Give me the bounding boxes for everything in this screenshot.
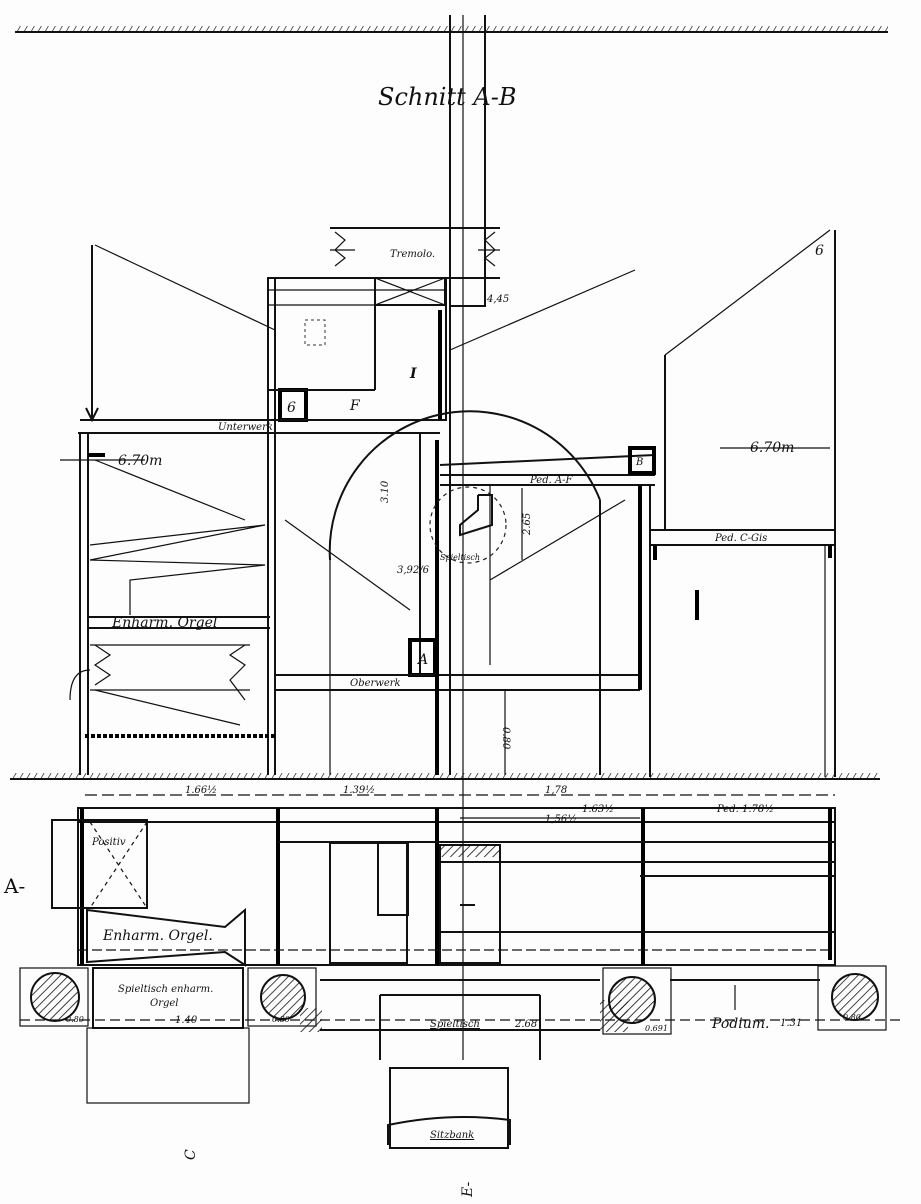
unterwerk-label: Unterwerk: [218, 422, 273, 433]
column-3-label: 0.691: [645, 1024, 668, 1033]
dim-131: 1.31: [780, 1018, 802, 1029]
left-section: Unterwerk 6.70m Enharm. Orgel: [60, 244, 440, 775]
enharm-orgel-section-label: Enharm. Orgel: [111, 615, 217, 631]
spieltisch-enharm: Spieltisch enharm. Orgel 1.40: [86, 967, 250, 1104]
column-1: 0.80: [19, 967, 89, 1027]
sitzbank: Sitzbank: [387, 1067, 511, 1149]
right-section: 6 6.70m Ped. C-Gis: [650, 229, 836, 777]
section-marker-a: A-: [3, 874, 25, 898]
spieltisch-enharm-label-2: Orgel: [150, 998, 179, 1009]
upper-chest: 6 F I: [267, 277, 447, 422]
mark-a: A: [416, 652, 428, 668]
ceiling-line: [15, 26, 888, 33]
sitzbank-label: Sitzbank: [430, 1130, 474, 1141]
dim-310: 3.10: [380, 480, 391, 503]
tremolo-box: Tremolo. 4,45: [325, 227, 509, 305]
dim-163: 1.63½: [582, 804, 614, 815]
dim-ped178: Ped. 1.78½: [716, 804, 774, 815]
height-right: 6.70m: [750, 440, 794, 456]
mark-6: 6: [287, 400, 296, 416]
central-pipe: [449, 15, 486, 1060]
dim-265: 2.65: [522, 513, 533, 536]
tremolo-label: Tremolo.: [390, 249, 435, 260]
positiv-label: Positiv: [91, 837, 126, 848]
plan-dimensions: 1.66½ 1.39½ 1,78 1.63½ 1,56½ Ped. 1.78½: [85, 785, 835, 825]
middle-section: 3.10 3,92/6 A Oberwerk 0.80: [275, 410, 640, 775]
dim-166: 1.66½: [185, 785, 217, 796]
dim-3926: 3,92/6: [397, 565, 430, 576]
section-marker-c: C: [183, 1149, 199, 1160]
dim-156: 1,56½: [545, 814, 577, 825]
oberwerk-label: Oberwerk: [350, 678, 401, 689]
drawing-title: Schnitt A-B: [378, 83, 516, 111]
mark-6-right: 6: [815, 243, 824, 259]
section-marker-e: E-: [460, 1182, 476, 1198]
floor-line: [10, 773, 880, 780]
enharm-orgel-plan-label: Enharm. Orgel.: [102, 928, 213, 944]
dim-080: 0.80: [500, 727, 511, 750]
ped-cgis-label: Ped. C-Gis: [714, 533, 767, 544]
plan-layout: Positiv Enharm. Orgel.: [51, 807, 836, 967]
right-middle-section: B Ped. A-F Spieltisch 2.65: [429, 269, 656, 777]
dim-139: 1.39½: [343, 785, 375, 796]
spieltisch-label: Spieltisch: [430, 1019, 480, 1030]
height-left: 6.70m: [118, 453, 162, 469]
podium-label: Podium.: [711, 1016, 769, 1032]
mark-i: I: [409, 366, 417, 382]
column-4: 0.80: [817, 965, 887, 1031]
column-4-label: 0.80: [843, 1013, 861, 1022]
dim-178: 1,78: [545, 785, 567, 796]
dim-445: 4,45: [486, 294, 509, 305]
spieltisch-podium: Spieltisch 2.68 Podium. 1.31: [20, 979, 900, 1060]
ped-af-label: Ped. A-F: [529, 475, 574, 486]
spieltisch-enharm-label: Spieltisch enharm.: [118, 984, 213, 995]
spieltisch-detail-label: Spieltisch: [440, 553, 480, 562]
mark-f: F: [349, 398, 361, 414]
mark-b: B: [635, 457, 643, 468]
dim-268: 2.68: [514, 1019, 537, 1030]
